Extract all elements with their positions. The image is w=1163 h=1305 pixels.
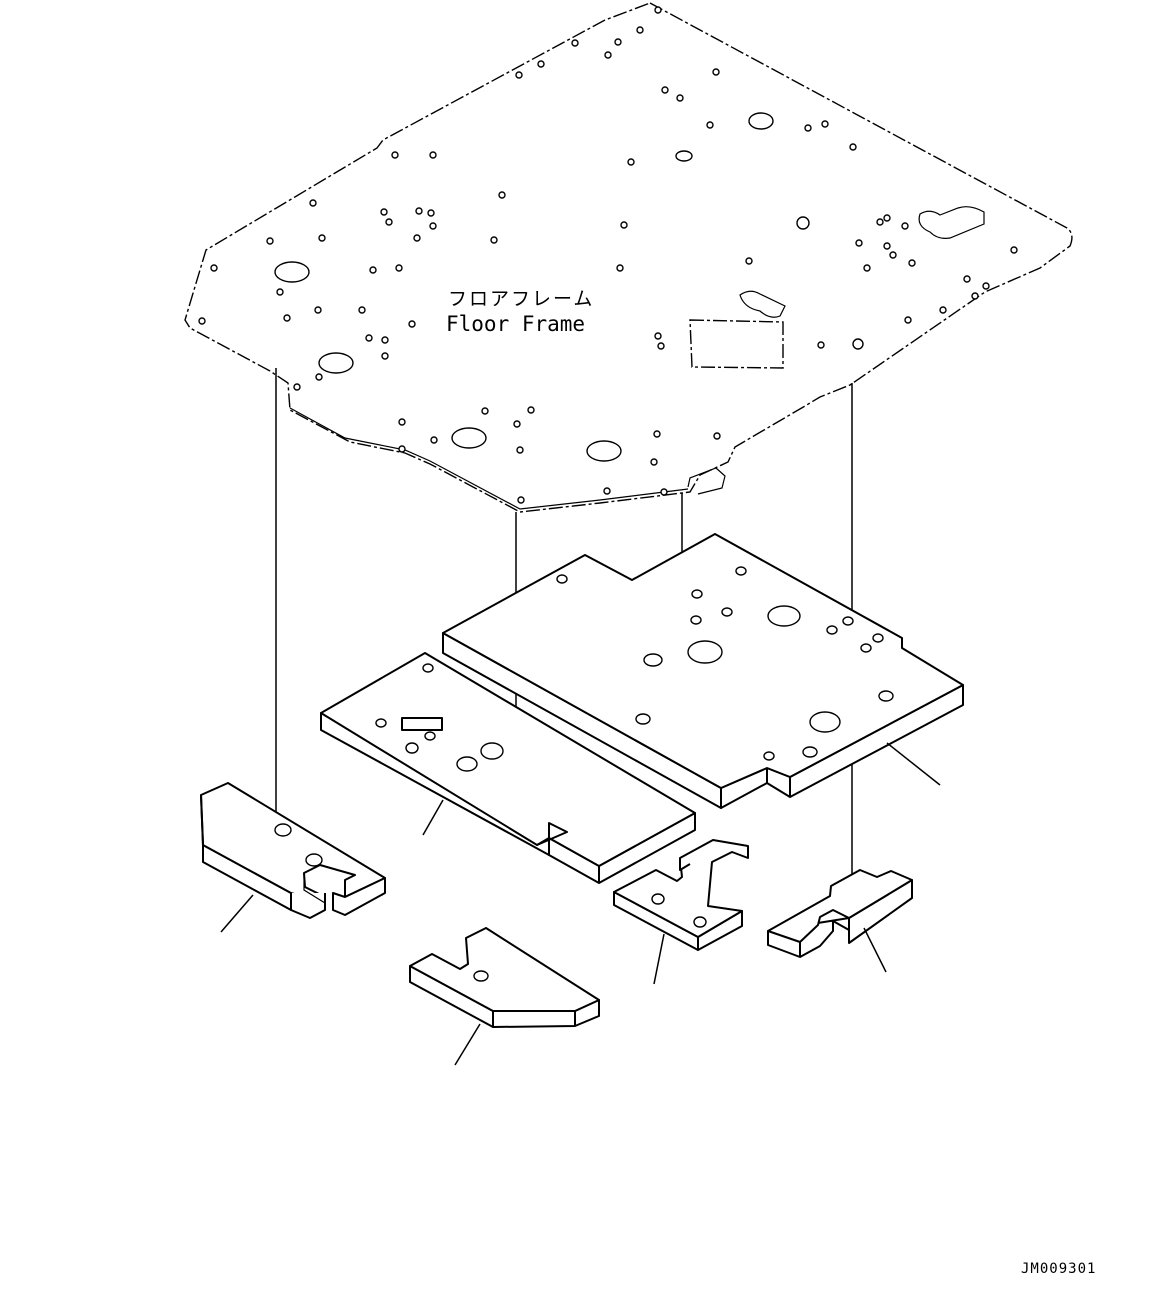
- frame-slot-right: [918, 206, 985, 239]
- block-bottom-top: [409, 927, 600, 1012]
- frame-bolt-holes: [198, 6, 1018, 504]
- bracket-center-right: [613, 839, 749, 985]
- frame-rect-opening: [689, 319, 784, 369]
- floor-frame-outline: [184, 2, 1073, 513]
- plate-long-center: [320, 652, 696, 884]
- plate-long-center-top: [320, 652, 696, 867]
- block-left: [200, 782, 386, 933]
- plate-large-right: [442, 533, 964, 809]
- floor-frame-inner-edge: [289, 407, 689, 510]
- floor-frame-label-jp: フロアフレーム: [448, 288, 594, 310]
- floor-frame: フロアフレーム Floor Frame: [184, 2, 1073, 513]
- frame-slot-center: [739, 290, 786, 318]
- bar-right-top: [767, 869, 913, 943]
- floor-frame-rear-bracket: [687, 467, 726, 495]
- block-left-top: [200, 782, 386, 904]
- block-bottom: [409, 927, 600, 1066]
- drawing-code: JM009301: [1021, 1261, 1096, 1277]
- floor-frame-label-en: Floor Frame: [446, 312, 585, 336]
- bar-right: [767, 869, 913, 973]
